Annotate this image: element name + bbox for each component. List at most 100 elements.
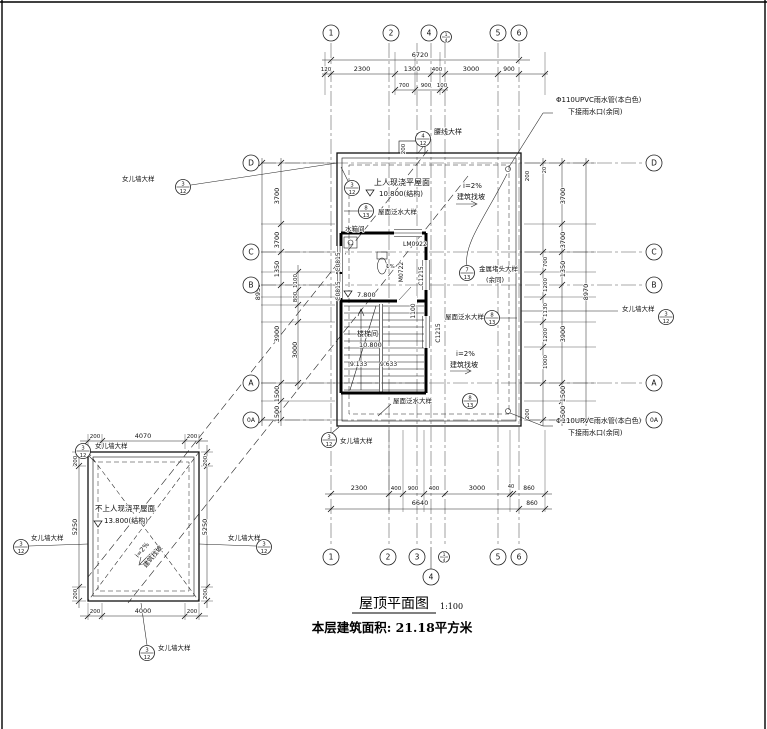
dim-label: 4070 <box>135 432 152 440</box>
dim-label: 200 <box>90 609 101 615</box>
axis-bubble: A <box>645 374 663 392</box>
axis-bubble: C <box>242 243 260 261</box>
detail-callout: 713 <box>459 265 475 282</box>
window-C0815-1 <box>336 246 345 272</box>
dim-label: 1500 <box>273 386 281 403</box>
window-C1215-1 <box>421 260 430 290</box>
slope-arrows <box>138 200 478 566</box>
annotation: 10.800 <box>359 341 382 349</box>
dimension-lines <box>72 52 596 620</box>
detail-callout: 312 <box>139 645 155 662</box>
axis-bubble-label: 1 <box>329 553 334 562</box>
axis-bubble: 4 <box>422 568 440 586</box>
annotation: 女儿墙大样 <box>622 304 655 313</box>
sink <box>343 236 358 249</box>
dim-label: 2300 <box>354 65 371 73</box>
rain-outlet-top <box>505 166 511 172</box>
annotation: 女儿墙大样 <box>228 533 261 542</box>
dim-label: 200 <box>525 408 531 419</box>
axis-bubble-label: A <box>651 379 657 388</box>
main-roof-plan <box>336 140 522 427</box>
axis-bubble-label: 2 <box>386 553 391 562</box>
axis-bubble: 2 <box>382 24 400 42</box>
dim-label: 1130 <box>543 303 549 317</box>
axis-bubble-numerator: 1 <box>445 32 448 38</box>
annotation: 屋面泛水大样 <box>378 207 418 216</box>
leader-lines <box>28 112 618 646</box>
axis-bubble: A <box>242 374 260 392</box>
window-LM0922 <box>394 228 422 237</box>
stair-treads <box>344 305 424 391</box>
callout-sheet-number: 13 <box>363 213 370 219</box>
dim-label: 3700 <box>273 232 281 249</box>
annotation: Φ110UPVC雨水管(本白色) <box>556 95 642 104</box>
tank-roof-plan <box>87 451 200 602</box>
axis-bubble-denominator: 4 <box>443 558 446 564</box>
axis-bubble-label: D <box>248 159 254 168</box>
drawing-scale: 1:100 <box>440 602 463 611</box>
dim-label: 200 <box>525 170 531 181</box>
axis-bubble-label: 2 <box>389 29 394 38</box>
axis-bubble: 5 <box>489 24 507 42</box>
axis-bubble: 0A <box>242 411 260 429</box>
dim-label: 200 <box>90 434 101 440</box>
axis-bubble-label: 6 <box>517 553 522 562</box>
axis-bubble: 5 <box>489 548 507 566</box>
annotation: i=2% <box>463 182 482 190</box>
axis-bubble-label: C <box>248 248 253 257</box>
detail-callout: 312 <box>175 179 191 196</box>
dim-label: 1100 <box>293 274 299 288</box>
area-note: 本层建筑面积: 21.18平方米 <box>312 620 473 635</box>
callout-sheet-number: 12 <box>261 549 268 555</box>
axis-bubble-label: D <box>651 159 657 168</box>
annotation: 女儿墙大样 <box>340 436 373 445</box>
axis-bubble-label: C <box>651 248 656 257</box>
annotation: 1% <box>386 264 395 270</box>
callout-sheet-number: 12 <box>180 189 187 195</box>
detail-callout: 312 <box>344 180 360 197</box>
axis-bubble: D <box>242 154 260 172</box>
annotation: 9.633 <box>380 361 397 368</box>
annotation: 女儿墙大样 <box>95 441 128 450</box>
axis-bubble-label: 4 <box>429 573 434 582</box>
annotation: LM0922 <box>403 241 427 248</box>
dim-label: 8970 <box>582 284 590 301</box>
dim-label: 1500 <box>273 406 281 423</box>
dim-label: 3000 <box>291 342 299 359</box>
callout-sheet-number: 12 <box>420 141 427 147</box>
dim-label: 900 <box>408 486 419 492</box>
annotation: i=2% <box>456 350 475 358</box>
dim-label: 200 <box>203 455 209 466</box>
axis-bubble-label: 0A <box>650 417 659 424</box>
dim-label: 40 <box>508 484 514 490</box>
annotation: C0815 <box>335 281 342 301</box>
bathroom-fixtures <box>343 236 388 275</box>
dim-label: 6720 <box>412 51 429 59</box>
dim-label: 200 <box>73 455 79 466</box>
axis-bubble-label: 6 <box>517 29 522 38</box>
annotation: 楼梯间 <box>357 329 378 338</box>
dim-label: 1200 <box>543 278 549 292</box>
dim-label: 1300 <box>404 65 421 73</box>
callout-sheet-number: 12 <box>18 549 25 555</box>
annotation: 建筑找坡 <box>450 360 478 369</box>
dim-label: 1500 <box>559 406 567 423</box>
dim-label: 860 <box>526 500 538 507</box>
windows-and-doors <box>336 228 430 348</box>
annotation: 女儿墙大样 <box>31 533 64 542</box>
axis-bubble: B <box>242 276 260 294</box>
callout-sheet-number: 13 <box>467 403 474 409</box>
door-M0722 <box>397 296 417 305</box>
callout-sheet-number: 13 <box>464 275 471 281</box>
axis-bubble: 6 <box>510 24 528 42</box>
annotation: 女儿墙大样 <box>122 174 155 183</box>
dim-label: 900 <box>421 83 432 89</box>
rain-outlets <box>505 166 511 414</box>
stairs <box>344 304 424 392</box>
dim-label: 120 <box>321 67 332 73</box>
axis-bubble: 3 <box>408 548 426 566</box>
